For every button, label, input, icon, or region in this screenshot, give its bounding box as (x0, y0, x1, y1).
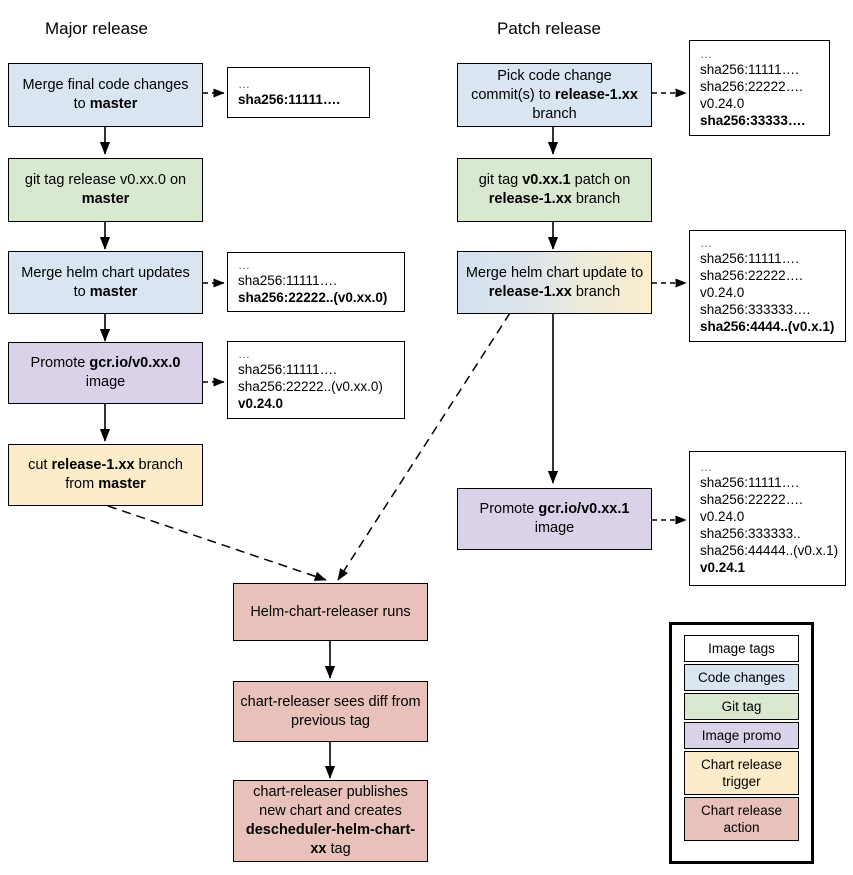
infobox-line: sha256:333333…. (700, 302, 811, 317)
node-text-pre: Promote (30, 355, 90, 371)
node-text-post2: branch (571, 191, 621, 207)
infobox-line: v0.24.0 (238, 396, 284, 411)
node-text-pre: Pick code change commit(s) to (471, 67, 612, 103)
node-text-pre: Helm-chart-releaser runs (250, 603, 411, 620)
infobox-line: … (238, 76, 251, 91)
infobox-line: sha256:11111…. (238, 91, 341, 107)
infobox-line: … (700, 236, 713, 250)
infobox-line: sha256:4444..(v0.x.1) (700, 319, 835, 334)
column-title-major: Major release (45, 19, 148, 38)
node-text-post: image (534, 520, 575, 536)
infobox-line: sha256:22222..(v0.xx.0) (238, 379, 383, 394)
node-text-pre: Merge helm chart update to (465, 264, 644, 281)
infobox-line: v0.24.0 (700, 95, 745, 111)
node-text-post: branch from (65, 457, 183, 492)
infobox-line: sha256:11111…. (700, 61, 799, 77)
node-text-bold: master (89, 96, 138, 112)
node-text-pre: cut (28, 457, 52, 473)
infobox-major-promote: …sha256:11111…. sha256:22222..(v0.xx.0) v0… (227, 341, 405, 419)
node-merge-helm-chart-update-release-branch[interactable]: Merge helm chart update to release-1.xx … (457, 251, 652, 314)
node-text-bold: release-1.xx (488, 283, 572, 300)
infobox-line: sha256:44444..(v0.x.1) (700, 543, 839, 558)
infobox-line: … (238, 257, 251, 272)
node-cut-release-branch[interactable]: cut release-1.xx branch from master (8, 444, 203, 506)
node-text-pre: chart-releaser publishes new chart and c… (253, 784, 408, 819)
node-text-post: branch (571, 283, 621, 300)
node-text-pre: git tag release v0.xx.0 on (24, 172, 187, 188)
node-text-bold: v0.xx.1 (522, 172, 571, 188)
infobox-major-merge-helm: …sha256:11111….sha256:22222..(v0.xx.0) (227, 252, 405, 312)
node-text-bold: gcr.io/v0.xx.0 (89, 355, 181, 371)
infobox-patch-promote: …sha256:11111…. sha256:22222…. v0.24.0 sha2… (689, 451, 846, 586)
node-text-post: image (85, 374, 126, 390)
node-chart-releaser-sees-diff[interactable]: chart-releaser sees diff from previous t… (233, 681, 428, 742)
edge-trigger-from-cut-branch (107, 505, 327, 581)
infobox-line: sha256:22222…. (700, 268, 803, 283)
infobox-line: … (700, 460, 713, 474)
infobox-line: sha256:333333.. (700, 526, 801, 541)
infobox-line: v0.24.0 (700, 509, 745, 524)
infobox-line: sha256:33333…. (700, 112, 806, 128)
node-text-pre: git tag (478, 172, 523, 188)
infobox-line: sha256:22222…. (700, 78, 803, 94)
node-promote-image-patch[interactable]: Promote gcr.io/v0.xx.1 image (457, 488, 652, 550)
node-promote-image-major[interactable]: Promote gcr.io/v0.xx.0 image (8, 342, 203, 404)
infobox-line: v0.24.0 (700, 285, 745, 300)
infobox-line: sha256:11111…. (238, 362, 337, 377)
node-text-bold: descheduler-helm-chart-xx (245, 822, 416, 857)
legend-item: Chart release trigger (684, 751, 799, 795)
infobox-line: v0.24.1 (700, 560, 746, 575)
node-helm-chart-releaser-runs[interactable]: Helm-chart-releaser runs (233, 583, 428, 641)
node-text-bold: gcr.io/v0.xx.1 (538, 501, 630, 517)
node-text-post: patch on (570, 172, 631, 188)
column-title-patch: Patch release (497, 19, 601, 38)
legend-item: Code changes (684, 664, 799, 691)
infobox-line: sha256:22222…. (700, 492, 803, 507)
infobox-line: … (238, 347, 251, 361)
infobox-line: … (700, 46, 713, 61)
node-chart-releaser-publishes[interactable]: chart-releaser publishes new chart and c… (233, 780, 428, 862)
node-text-pre: Merge helm chart updates to (21, 264, 190, 300)
legend-item: Git tag (684, 693, 799, 720)
infobox-line: sha256:11111…. (700, 251, 799, 266)
node-git-tag-release[interactable]: git tag release v0.xx.0 on master (8, 158, 203, 222)
node-text-bold: master (89, 283, 138, 300)
node-text-bold: master (81, 191, 130, 207)
node-text-bold: release-1.xx (51, 457, 135, 473)
legend-item: Image promo (684, 722, 799, 749)
node-text-pre: Promote (479, 501, 539, 517)
node-text-post: branch (532, 105, 577, 122)
legend-item: Chart release action (684, 797, 799, 841)
node-text-bold: release-1.xx (554, 86, 638, 103)
infobox-major-merge-code: …sha256:11111…. (227, 67, 370, 118)
node-merge-final-code-changes[interactable]: Merge final code changes to master (8, 63, 203, 127)
node-pick-code-change-commits[interactable]: Pick code change commit(s) to release-1.… (457, 63, 652, 127)
infobox-line: sha256:22222..(v0.xx.0) (238, 289, 388, 305)
node-text-bold2: master (98, 476, 146, 492)
node-git-tag-patch[interactable]: git tag v0.xx.1 patch on release-1.xx br… (457, 158, 652, 222)
node-merge-helm-chart-updates[interactable]: Merge helm chart updates to master (8, 251, 203, 314)
node-text-post: tag (326, 841, 351, 857)
infobox-patch-merge-helm: …sha256:11111…. sha256:22222…. v0.24.0 sha2… (689, 230, 846, 342)
node-text-bold2: release-1.xx (488, 191, 572, 207)
infobox-line: sha256:11111…. (700, 475, 799, 490)
infobox-line: sha256:11111…. (238, 272, 337, 288)
legend-item: Image tags (684, 635, 799, 662)
node-text-pre: chart-releaser sees diff from previous t… (240, 693, 421, 729)
node-text-pre: Merge final code changes to (22, 77, 189, 112)
